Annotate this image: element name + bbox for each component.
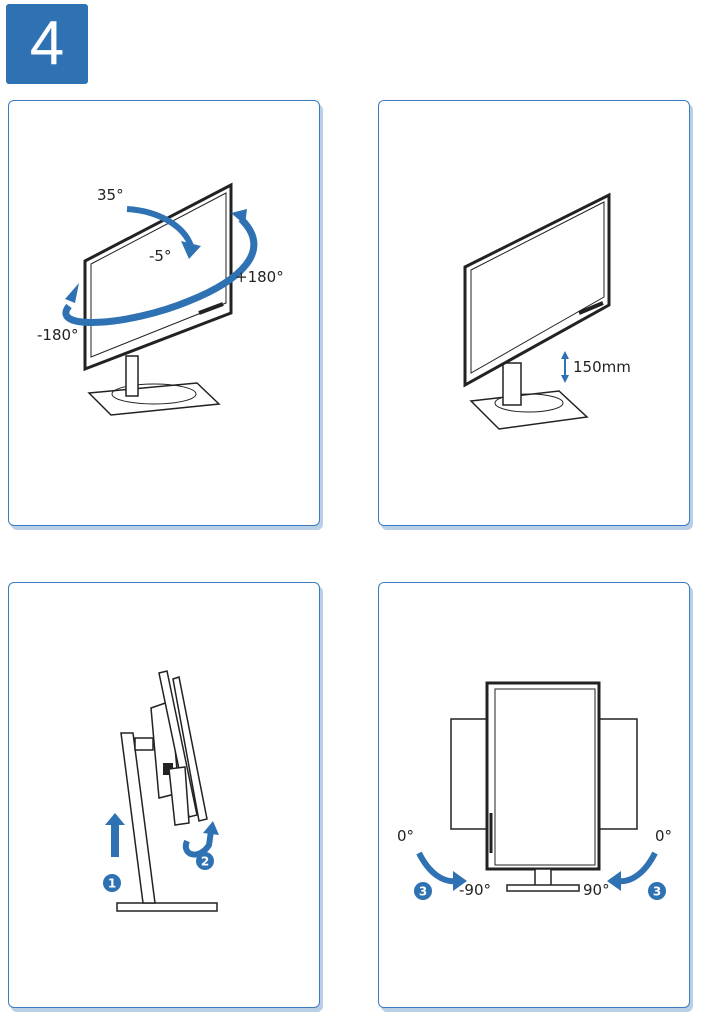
panel-tilt-swivel: 35° -5° +180° -180° [8,100,320,526]
pivot-illustration: 0° -90° 3 0° 90° 3 [397,681,672,900]
monitor-base [87,382,221,416]
panel-detach: 1 2 [8,582,320,1008]
label-right-end: 90° [583,881,610,899]
panel-height: 150mm [378,100,690,526]
label-left-start: 0° [397,827,414,845]
monitor-base [469,390,589,430]
monitor-buttons [578,301,604,315]
label-swivel-left: -180° [37,326,79,344]
label-left-end: -90° [459,881,491,899]
height-arrow-down [561,375,569,383]
stand-base [116,902,218,912]
label-right-start: 0° [655,827,672,845]
rotate-arrow-head [203,821,219,835]
label-tilt-down: -5° [149,247,171,265]
monitor-stand [502,362,522,406]
swivel-arrow-head-left [65,283,79,303]
tilt-arrow [126,206,194,248]
step-2-marker [196,852,214,870]
rotate-arrow [182,830,214,858]
pivot-arrow-left-head [453,871,467,891]
pivot-arrow-left [416,851,458,885]
height-illustration: 150mm [463,192,631,430]
step-1-marker [103,874,121,892]
label-tilt-up: 35° [97,186,124,204]
detach-illustration: 1 2 [103,670,219,912]
landscape-right [596,718,638,830]
step-2-label: 2 [201,855,209,869]
step-3-left-label: 3 [419,885,427,899]
monitor-back [172,676,208,822]
landscape-left [450,718,492,830]
mount-latch [163,763,173,775]
step-3-right-marker [648,882,666,900]
monitor-bracket [168,766,190,826]
lift-arrow [105,813,125,857]
pivot-arrow-right-head [607,871,621,891]
base-circle [111,383,197,405]
step-3-right-label: 3 [653,885,661,899]
tilt-arrow-head [181,241,201,259]
height-arrow-up [561,351,569,359]
stand-hinge [134,737,154,751]
step-3-left-marker [414,882,432,900]
portrait-screen [494,688,596,866]
pivot-arrow-right [616,851,658,885]
step-number: 4 [29,9,65,78]
screen-inner [470,201,605,374]
panel-pivot: 0° -90° 3 0° 90° 3 [378,582,690,1008]
tilt-swivel-illustration: 35° -5° +180° -180° [37,182,284,416]
label-height-range: 150mm [573,358,631,376]
step-1-label: 1 [108,877,116,891]
swivel-arrow [62,216,258,326]
pivot-base [506,884,580,892]
swivel-arrow-head-right [231,209,247,225]
stand-column [120,732,156,904]
step-badge: 4 [6,4,88,84]
base-circle [494,393,564,413]
monitor-buttons [198,302,224,315]
label-swivel-right: +180° [235,268,284,286]
monitor-stand [125,355,139,397]
